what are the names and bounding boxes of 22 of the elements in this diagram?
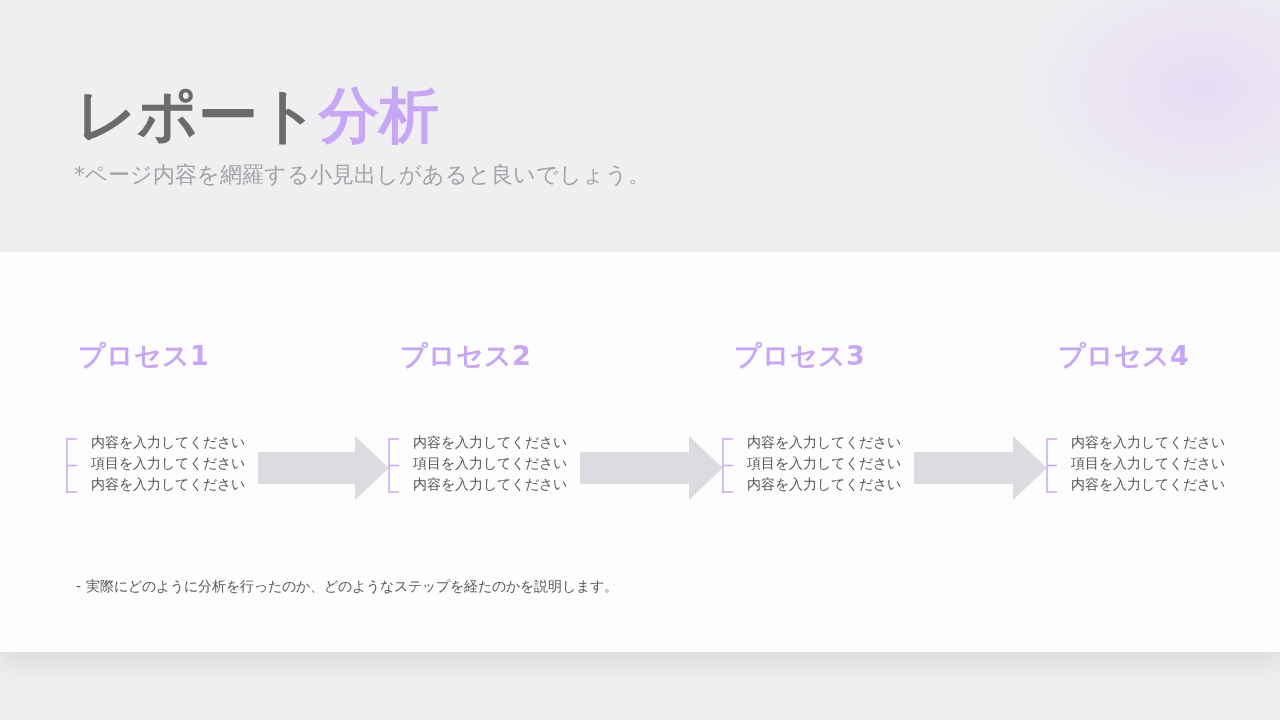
list-item: 項目を入力してください [1071,454,1226,473]
block-arrow [580,436,723,500]
list-item: 内容を入力してください [91,475,246,494]
subtitle: *ページ内容を網羅する小見出しがあると良いでしょう。 [74,161,650,189]
process-heading: プロセス1 [78,339,209,373]
list-item: 内容を入力してください [413,475,568,494]
list-item: 項目を入力してください [91,454,246,473]
page-title: レポート分析 [76,79,439,152]
block-arrow [258,436,389,500]
list-item: 内容を入力してください [747,475,902,494]
note-text: - 実際にどのように分析を行ったのか、どのようなステップを経たのかを説明します。 [76,578,618,596]
list-item: 内容を入力してください [413,433,568,452]
process-heading: プロセス2 [400,339,531,373]
list-item: 内容を入力してください [91,433,246,452]
block-arrow [914,436,1047,500]
list-item: 内容を入力してください [1071,433,1226,452]
list-item: 項目を入力してください [747,454,902,473]
list-item: 項目を入力してください [413,454,568,473]
process-heading: プロセス4 [1058,339,1189,373]
list-item: 内容を入力してください [1071,475,1226,494]
process-heading: プロセス3 [734,339,865,373]
list-item: 内容を入力してください [747,433,902,452]
